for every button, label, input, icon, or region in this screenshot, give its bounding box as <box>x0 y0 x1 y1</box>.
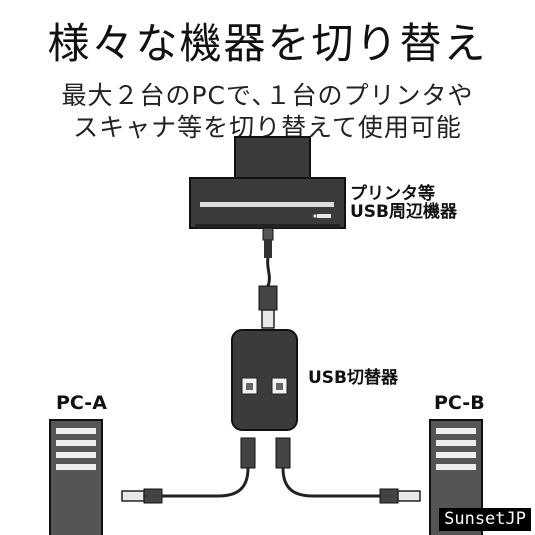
printer-icon <box>189 136 346 229</box>
usb-cable-pc-a <box>121 437 256 504</box>
pc-a-label: PC-A <box>56 392 107 414</box>
pc-b-label: PC-B <box>434 392 485 414</box>
subtitle-line-1: 最大２台のPCで､１台のプリンタや <box>61 81 474 110</box>
printer-label-line-1: プリンタ等 <box>350 184 435 204</box>
printer-label-line-2: USB周辺機器 <box>350 201 458 222</box>
switch-label: USB切替器 <box>308 368 399 388</box>
printer-label: プリンタ等 USB周辺機器 <box>350 184 458 222</box>
pc-tower-icon-a <box>49 419 103 535</box>
usb-cable-pc-b <box>275 437 421 504</box>
page-title: 様々な機器を切り替え <box>47 19 488 68</box>
watermark: SunsetJP <box>439 508 531 531</box>
usb-switch-icon <box>231 329 298 431</box>
usb-cable-printer <box>258 227 278 329</box>
